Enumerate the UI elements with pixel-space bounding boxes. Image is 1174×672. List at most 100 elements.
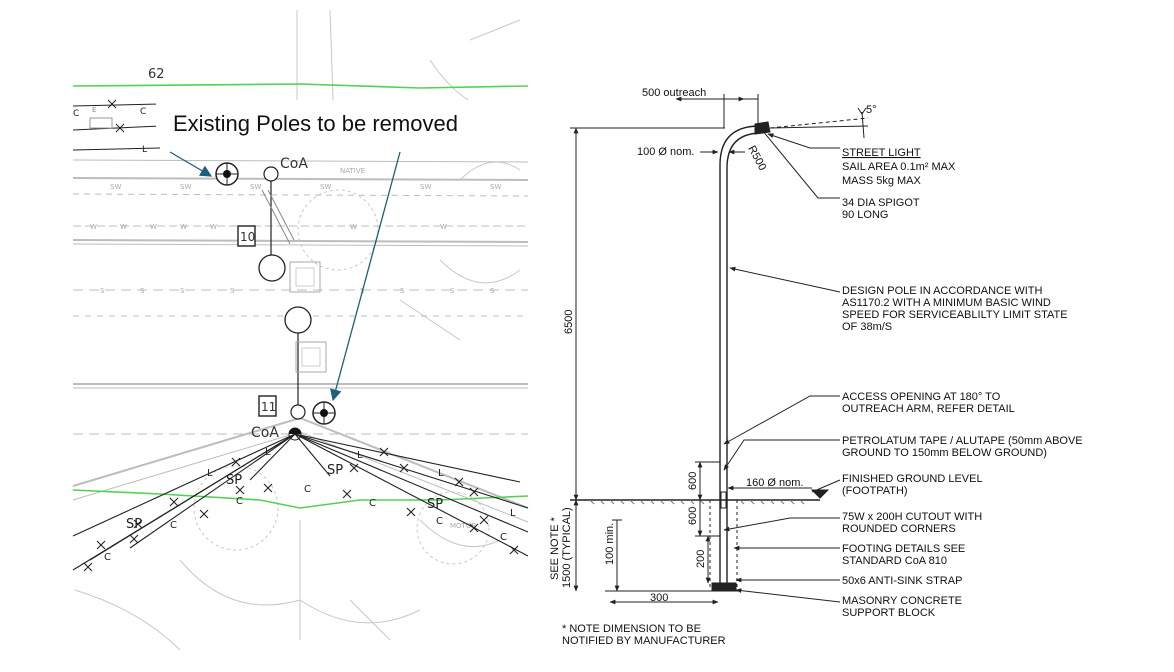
line-label-sp-right-2: SP [427, 497, 443, 512]
overhead-letter-l: L [142, 145, 147, 155]
design-label-3: SPEED FOR SERVICEABLILTY LIMIT STATE [842, 309, 1068, 321]
fgl-label-1: FINISHED GROUND LEVEL [842, 473, 983, 485]
petrolatum-label-1: PETROLATUM TAPE / ALUTAPE (50mm ABOVE [842, 435, 1083, 447]
svg-text:SW: SW [490, 183, 501, 191]
callout-text: Existing Poles to be removed [173, 111, 458, 136]
svg-text:MOTOR: MOTOR [450, 522, 476, 530]
width-300-label: 300 [650, 592, 668, 604]
proposed-pole-top [263, 166, 279, 182]
line-label-l: L [438, 468, 444, 479]
svg-text:W: W [90, 223, 97, 231]
dim-200-label: 200 [695, 550, 707, 568]
svg-text:S: S [490, 287, 495, 295]
overhead-lines-bottom [72, 433, 529, 571]
bend-radius-label: R500 [745, 144, 768, 173]
line-label-c: C [304, 484, 311, 495]
lot-number: 62 [148, 67, 165, 82]
line-label-l: L [357, 450, 363, 461]
line-label-sp-left-2: SP [126, 517, 142, 532]
fgl-label-2: (FOOTPATH) [842, 485, 908, 497]
label-leaders [723, 129, 841, 603]
design-label-1: DESIGN POLE IN ACCORDANCE WITH [842, 285, 1043, 297]
cutout [720, 491, 727, 509]
masonry-label-1: MASONRY CONCRETE [842, 595, 962, 607]
see-note-label: SEE NOTE * [549, 516, 561, 580]
svg-text:S: S [140, 287, 145, 295]
pit-label-10: 10 [240, 230, 255, 244]
line-label-sp-right: SP [327, 463, 343, 478]
svg-text:S: S [400, 287, 405, 295]
line-label-sp-left: SP [226, 473, 242, 488]
boundary-line-bottom [72, 489, 529, 509]
svg-text:W: W [350, 223, 357, 231]
line-label-l: L [510, 508, 516, 519]
svg-text:W: W [440, 223, 447, 231]
site-plan: SW SW SW SW SW SW W W W W W W W S S S S … [72, 9, 529, 651]
masonry-label-2: SUPPORT BLOCK [842, 607, 936, 619]
petrolatum-label-2: GROUND TO 150mm BELOW GROUND) [842, 447, 1047, 459]
pit-label-box-11 [258, 395, 277, 417]
line-label-c: C [369, 498, 376, 509]
access-label-1: ACCESS OPENING AT 180° TO [842, 391, 1001, 403]
support-block [711, 582, 737, 592]
see-note-typical-label: 1500 (TYPICAL) [561, 507, 573, 588]
plan-line-letters: SW SW SW SW SW SW W W W W W W W S S S S … [90, 167, 501, 530]
svg-text:W: W [120, 223, 127, 231]
access-label-2: OUTREACH ARM, REFER DETAIL [842, 403, 1015, 415]
line-label-c: C [104, 552, 111, 563]
overhead-letter-e: E [92, 106, 96, 114]
pit-label-box-10 [237, 225, 256, 247]
pit-circle-upper [258, 254, 286, 282]
callout-arrow-2 [330, 151, 401, 402]
strap-label: 50x6 ANTI-SINK STRAP [842, 575, 962, 587]
footing-label-2: STANDARD CoA 810 [842, 555, 947, 567]
footing-label-1: FOOTING DETAILS SEE [842, 543, 965, 555]
arm-angle-line [769, 117, 869, 129]
overhead-letter-c: C [140, 107, 146, 117]
proposed-pole-bottom [290, 404, 306, 420]
pole-detail-text: 500 outreach 5° 100 Ø nom. R500 6500 600… [549, 87, 1083, 647]
svg-text:W: W [180, 223, 187, 231]
pad-lower-inner [301, 347, 321, 367]
existing-pole-bottom [312, 401, 336, 425]
design-label-4: OF 38m/S [842, 321, 892, 333]
angle-label: 5° [866, 104, 877, 116]
plan-road-lines [72, 159, 529, 523]
line-label-l: L [265, 447, 271, 458]
svg-text:S: S [230, 287, 235, 295]
pit-label-11: 11 [261, 400, 276, 414]
height-label: 6500 [563, 310, 575, 334]
line-label-c: C [170, 520, 177, 531]
spigot-label-2: 90 LONG [842, 209, 888, 221]
cutout-label-1: 75W x 200H CUTOUT WITH [842, 511, 982, 523]
pad-upper [289, 261, 321, 293]
boundary-line-top [72, 83, 529, 89]
pit-circle-lower [284, 306, 312, 334]
lamp-head [754, 121, 771, 135]
svg-text:W: W [150, 223, 157, 231]
svg-text:S: S [180, 287, 185, 295]
callout-box [156, 100, 528, 146]
overhead-lines-top [72, 99, 161, 151]
svg-text:S: S [100, 287, 105, 295]
ground-hatch [589, 499, 805, 505]
svg-text:SW: SW [320, 183, 331, 191]
existing-pole-top [215, 162, 239, 186]
pole-label-coa-bottom: CoA [251, 425, 279, 441]
svg-text:SW: SW [180, 183, 191, 191]
svg-text:NATIVE: NATIVE [340, 167, 365, 175]
line-crosses [83, 447, 519, 572]
fgl-marker [810, 489, 830, 499]
callout-arrow-1 [169, 151, 213, 177]
street-light-title: STREET LIGHT [842, 147, 921, 159]
line-label-c: C [236, 496, 243, 507]
svg-text:W: W [210, 223, 217, 231]
pad-lower [295, 341, 327, 373]
pole-label-coa-top: CoA [280, 156, 308, 172]
note-label-2: NOTIFIED BY MANUFACTURER [562, 635, 726, 647]
note-label-1: * NOTE DIMENSION TO BE [562, 623, 701, 635]
dim-600-lower-label: 600 [687, 507, 699, 525]
svg-text:SW: SW [420, 183, 431, 191]
